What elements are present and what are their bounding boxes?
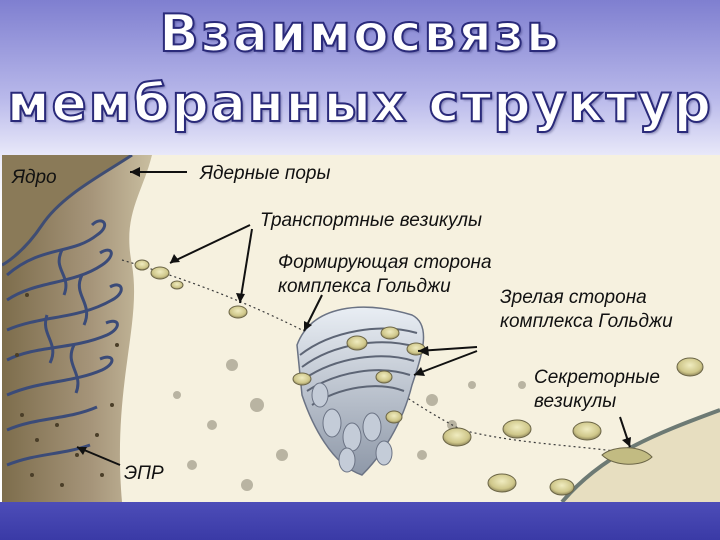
slide-title-line-2: мембранных структур [6,73,714,135]
label-nucleus: Ядро [12,167,57,188]
er-region [2,155,152,502]
label-forming-side-line2: комплекса Гольджи [278,276,451,297]
secretory-vesicles [442,357,704,496]
label-mature-side-line1: Зрелая сторона [500,287,647,308]
er-cisternae [6,219,123,467]
nuclear-envelope [2,155,133,267]
membrane-structures-drawing [2,155,720,502]
label-secretory-line2: везикулы [534,391,617,412]
label-nuclear-pores: Ядерные поры [200,163,331,184]
nucleus [2,155,132,265]
exocytosis-vesicle [601,447,653,465]
cytoplasm-particles [173,359,526,491]
bottom-band [0,502,720,540]
label-mature-side-line2: комплекса Гольджи [500,311,673,332]
cell-illustration: Ядро Ядерные поры Транспортные везикулы … [2,155,720,502]
vesicle-path [121,259,643,456]
label-er: ЭПР [124,463,164,484]
label-forming-side-line1: Формирующая сторона [278,252,492,273]
transport-vesicles [134,259,248,319]
ribosomes [15,293,119,487]
pointer-arrowheads [77,167,631,455]
slide-title-line-1: Взаимосвязь [158,3,561,65]
golgi-complex [292,306,426,476]
label-transport-vesicles: Транспортные везикулы [260,210,482,231]
label-secretory-line1: Секреторные [534,367,660,388]
